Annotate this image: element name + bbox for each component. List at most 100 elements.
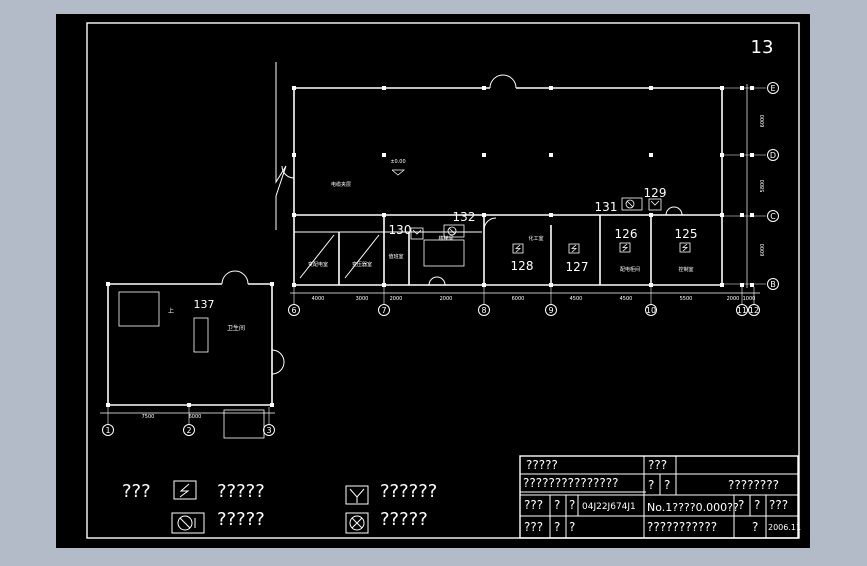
axis-bubble-E: E [767, 82, 779, 94]
socket-lightning-icon [679, 242, 691, 253]
dimension-right: 6000 [760, 115, 766, 128]
dimension-right: 5800 [760, 180, 766, 193]
tb-r3c3: ? [569, 498, 575, 512]
column-post [482, 283, 486, 287]
fan-box-icon [621, 197, 643, 211]
socket-lightning-icon [619, 242, 631, 253]
door-south [428, 276, 446, 286]
side-axes: 1 2 3 [102, 407, 275, 436]
room-number: 128 [511, 259, 534, 273]
svg-text:E: E [770, 84, 775, 93]
svg-text:11: 11 [737, 306, 747, 315]
column-post [549, 86, 553, 90]
column-post [292, 153, 296, 157]
legend-text-4: ????? [380, 509, 428, 530]
column-post [649, 153, 653, 157]
tb-r4c4: ??????????? [647, 520, 717, 534]
tb-r2c2: ? [648, 478, 654, 492]
tb-r2c3: ? [664, 478, 670, 492]
side-axis-bubble-1: 1 [102, 424, 114, 436]
room-number: 125 [675, 227, 698, 241]
transformer-diagonal-1 [299, 234, 335, 279]
svg-text:9: 9 [548, 306, 553, 315]
room-label: 楼梯间 [438, 235, 453, 242]
tb-r2c4: ???????? [728, 478, 779, 492]
tb-r4c1: ??? [524, 520, 543, 534]
column-post [649, 283, 653, 287]
side-outer-stair [223, 409, 265, 439]
column-post [720, 86, 724, 90]
title-block-text: ????? ??? ??????????????? ? ? ???????? ?… [523, 458, 801, 534]
legend-lead: ??? [122, 481, 151, 502]
column-post [482, 213, 486, 217]
column-post [482, 153, 486, 157]
tb-r3c4: 04J22J674J1 [582, 502, 636, 512]
legend-text-2: ?????? [380, 481, 437, 502]
hall-label: 电缆夹层 [331, 181, 351, 188]
column-post [106, 403, 110, 407]
elevation-triangle [391, 169, 405, 176]
svg-text:10: 10 [646, 306, 656, 315]
column-post [292, 213, 296, 217]
transformer-diagonal-2 [344, 234, 380, 279]
column-post [382, 213, 386, 217]
room-label: 配电柜间 [620, 266, 640, 273]
side-dimension: 7500 [142, 414, 155, 420]
column-post [549, 213, 553, 217]
room-number: 127 [566, 260, 589, 274]
svg-text:12: 12 [749, 306, 759, 315]
column-post [649, 86, 653, 90]
svg-text:D: D [770, 151, 776, 160]
tb-r4c3: ? [569, 520, 575, 534]
side-axis-bubble-2: 2 [183, 424, 195, 436]
socket-lightning-icon [512, 243, 524, 254]
column-post [720, 213, 724, 217]
socket-lightning-icon [173, 480, 197, 500]
equipment-number: 131 [595, 200, 618, 214]
side-stair-label: 上 [168, 307, 174, 315]
svg-text:6: 6 [291, 306, 296, 315]
svg-text:3: 3 [266, 426, 271, 435]
tb-r3c5: No.1????0.000?? [647, 501, 739, 514]
title-block [519, 455, 799, 539]
tb-r4c2: ? [554, 520, 560, 534]
column-post [382, 86, 386, 90]
side-stair [118, 291, 160, 327]
tb-r3c7: ? [754, 498, 760, 512]
side-room-label: 卫生间 [227, 324, 245, 332]
column-post [382, 153, 386, 157]
legend-text-3: ????? [217, 509, 265, 530]
side-columns [106, 282, 274, 407]
room-number: 132 [453, 210, 476, 224]
tb-r4c6: 2006.11 [768, 523, 801, 532]
sheet-background [56, 14, 810, 548]
column-post [270, 403, 274, 407]
tb-r2c1: ??????????????? [523, 476, 619, 490]
side-door [221, 270, 249, 285]
axis-bubble-6: 6 [288, 304, 300, 316]
tb-r1c1: ????? [526, 458, 558, 472]
room-number: 130 [389, 223, 412, 237]
elevation-mark: ±0.00 [390, 159, 405, 165]
side-axis-bubble-3: 3 [263, 424, 275, 436]
side-east-door [271, 349, 285, 375]
stair-block [423, 239, 465, 267]
dimension-bottom: 5500 [680, 296, 693, 302]
tb-r3c1: ??? [524, 498, 543, 512]
svg-text:1: 1 [105, 426, 110, 435]
column-post [720, 153, 724, 157]
room-label: 控制室 [678, 266, 693, 273]
fan-box-icon [171, 512, 205, 534]
door-125 [665, 206, 683, 216]
dimension-bottom: 2000 [390, 296, 403, 302]
column-post [740, 213, 744, 217]
funnel-icon [648, 198, 662, 211]
break-line [275, 62, 287, 230]
door-128 [483, 217, 497, 231]
north-door [489, 74, 517, 89]
